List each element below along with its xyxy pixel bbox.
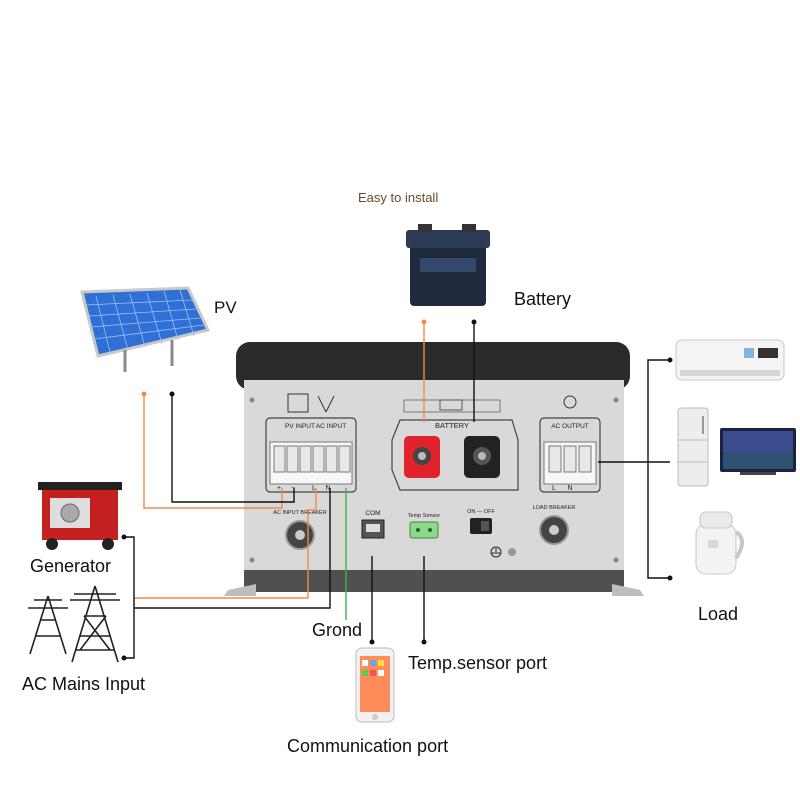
generator-icon bbox=[38, 482, 122, 550]
com-label: COM bbox=[365, 510, 380, 517]
negative-terminal-icon bbox=[464, 436, 500, 478]
ac-output-l-label: L bbox=[552, 485, 556, 492]
ac-output-n-label: N bbox=[567, 485, 572, 492]
load-breaker-label: LOAD BREAKER bbox=[533, 505, 576, 511]
temp-sensor-port-label: Temp.sensor port bbox=[408, 653, 548, 673]
power-switch-icon bbox=[470, 518, 492, 534]
pv-label: PV bbox=[214, 298, 237, 317]
pv-minus-label: − bbox=[291, 485, 295, 492]
ac-mains-label: AC Mains Input bbox=[22, 674, 146, 694]
com-port-icon bbox=[361, 519, 385, 539]
smartphone-icon bbox=[355, 647, 395, 723]
ground-label: Grond bbox=[312, 620, 363, 640]
refrigerator-icon bbox=[677, 407, 709, 487]
ac-input-l-label: L bbox=[312, 485, 316, 492]
ground-symbol-icon bbox=[490, 546, 502, 558]
positive-terminal-icon bbox=[404, 436, 440, 478]
ac-input-label: AC INPUT bbox=[316, 423, 346, 430]
tagline: Easy to install bbox=[358, 190, 439, 205]
solar-panel-icon bbox=[80, 286, 211, 372]
ac-input-breaker-icon bbox=[285, 520, 315, 550]
communication-port-label: Communication port bbox=[287, 736, 449, 756]
television-icon bbox=[720, 428, 796, 475]
battery-icon bbox=[406, 224, 490, 306]
on-off-label: ON — OFF bbox=[467, 509, 495, 515]
battery-terminal-block bbox=[391, 399, 519, 491]
ac-output-label: AC OUTPUT bbox=[551, 423, 589, 430]
generator-label: Generator bbox=[30, 556, 112, 576]
load-label: Load bbox=[698, 604, 739, 624]
input-terminal-block bbox=[265, 393, 357, 493]
wiring bbox=[121, 319, 673, 661]
ac-output-terminal-block bbox=[539, 395, 601, 493]
screw-icon bbox=[508, 548, 516, 556]
temp-sensor-port-icon bbox=[409, 521, 439, 539]
electric-kettle-icon bbox=[695, 511, 744, 575]
pv-input-label: PV INPUT bbox=[285, 423, 315, 430]
battery-panel-label: BATTERY bbox=[435, 421, 469, 430]
ac-input-breaker-label: AC INPUT BREAKER bbox=[273, 510, 326, 516]
air-conditioner-icon bbox=[675, 339, 785, 381]
ac-input-n-label: N bbox=[325, 485, 330, 492]
temp-sensor-label: Temp Sensor bbox=[408, 513, 441, 519]
transmission-tower-icon bbox=[28, 585, 120, 663]
pv-plus-label: + bbox=[277, 485, 281, 492]
load-breaker-icon bbox=[539, 515, 569, 545]
battery-label: Battery bbox=[514, 289, 572, 309]
